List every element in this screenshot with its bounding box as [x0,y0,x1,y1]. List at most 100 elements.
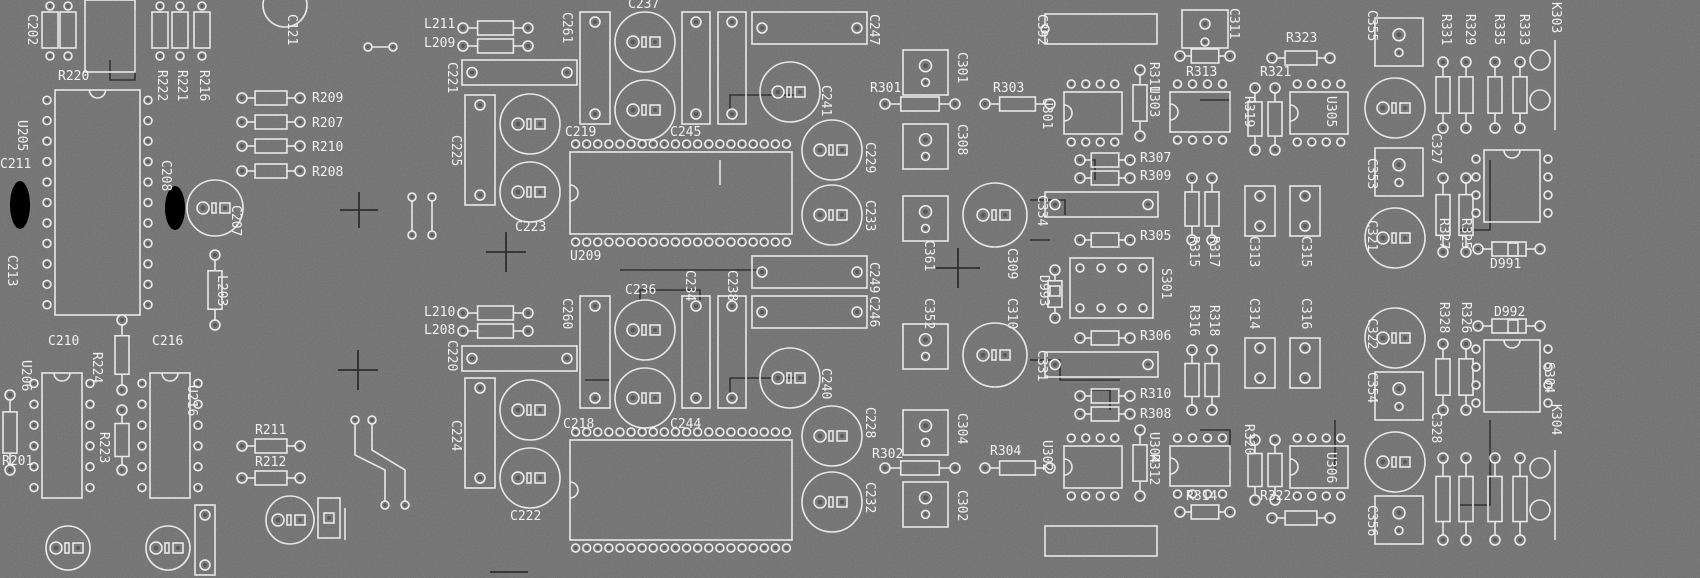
capacitor-box [579,295,611,409]
pad-hole [662,240,666,244]
pad-hole [403,503,407,507]
pad-hole [1205,492,1210,496]
capacitor-outline [614,367,676,429]
designator-label: C236 [625,283,656,298]
pad-hole [1099,266,1103,270]
ic-outline [41,372,83,499]
ic-notch [1063,104,1073,122]
pad-hole [1228,54,1232,58]
pad-hole [694,112,698,116]
ic-outline [1483,149,1541,223]
pad-hole [1128,412,1132,416]
pad-hole [1210,176,1214,180]
pad-hole [653,108,657,112]
pad-hole [1270,56,1274,60]
pad-hole [1190,176,1194,180]
designator-label: C216 [152,334,183,349]
resistor-body [1132,84,1148,122]
capacitor-outline [265,495,315,545]
capacitor-box [751,11,868,45]
pad-hole [773,142,777,146]
designator-label: C220 [444,340,459,371]
pad-hole [1380,459,1386,465]
pad-hole [798,90,802,94]
pad-hole [1518,60,1522,64]
pad-hole [1069,494,1073,498]
pad-hole [213,323,217,327]
pad-hole [1474,347,1478,351]
pad-hole [1403,336,1407,340]
designator-label: R210 [312,140,343,155]
pad-hole [618,546,622,550]
ic-notch [1169,103,1179,121]
pad-hole [430,233,434,237]
pad-hole [1078,394,1082,398]
resistor-body [476,20,515,36]
pad-hole [240,120,244,124]
capacitor-outline [614,299,676,361]
pad-hole [1474,193,1478,197]
capacitor-outline [1364,307,1426,369]
designator-label: C314 [1246,298,1261,329]
ic-notch [569,481,579,499]
pad-hole [1493,538,1497,542]
designator-label: D993 [1036,275,1051,306]
resistor-body [1284,510,1318,526]
ic-notch [1503,149,1521,159]
pad-hole [662,546,666,550]
pad-hole [730,304,734,308]
pad-hole [593,304,597,308]
pad-hole [651,240,655,244]
designator-label: R221 [174,70,189,101]
pad-hole [1178,510,1182,514]
designator-label: C207 [228,205,243,236]
relay-pin [1529,457,1551,479]
pad-hole [196,485,200,490]
designator-label: C241 [818,85,833,116]
pad-hole [140,465,144,469]
ic-notch [1169,457,1179,475]
pad-hole [1441,60,1445,64]
pad-hole [923,337,928,343]
polarity-mark [991,349,997,361]
pad-hole [196,444,200,448]
resistor-body [1435,358,1451,396]
pad-hole [840,500,844,504]
designator-label: S301 [1158,268,1173,299]
pad-hole [146,221,150,225]
pad-hole [923,154,928,158]
pad-hole [630,327,636,333]
designator-label: R212 [255,455,286,470]
pad-hole [1474,175,1478,179]
capacitor-square [902,481,949,528]
polarity-mark [828,144,834,156]
ic-outline [1289,91,1349,135]
designator-label: R222 [154,70,169,101]
designator-label: C356 [1364,505,1379,536]
designator-label: U209 [570,249,601,264]
polarity-mark [1391,102,1397,114]
pad-hole [585,546,589,550]
pad-hole [410,233,414,237]
pad-hole [1493,456,1497,460]
pad-hole [1128,176,1132,180]
pad-hole [784,142,789,146]
pad-hole [1546,211,1550,215]
designator-label: R329 [1462,14,1477,45]
pad-hole [515,475,521,481]
pad-hole [696,240,700,244]
resistor-body [1090,152,1120,168]
pad-hole [240,144,244,148]
capacitor-outline [1364,77,1426,139]
resistor-body [1487,475,1503,523]
pad-hole [1084,82,1088,86]
capacitor-square [1374,17,1424,67]
designator-label: R307 [1140,151,1171,166]
diode-band [1507,242,1519,257]
capacitor-box [464,377,496,489]
designator-label: S304 [1541,362,1556,393]
pad-hole [1396,510,1402,516]
designator-label: C221 [444,62,459,93]
capacitor-box [1289,337,1321,389]
